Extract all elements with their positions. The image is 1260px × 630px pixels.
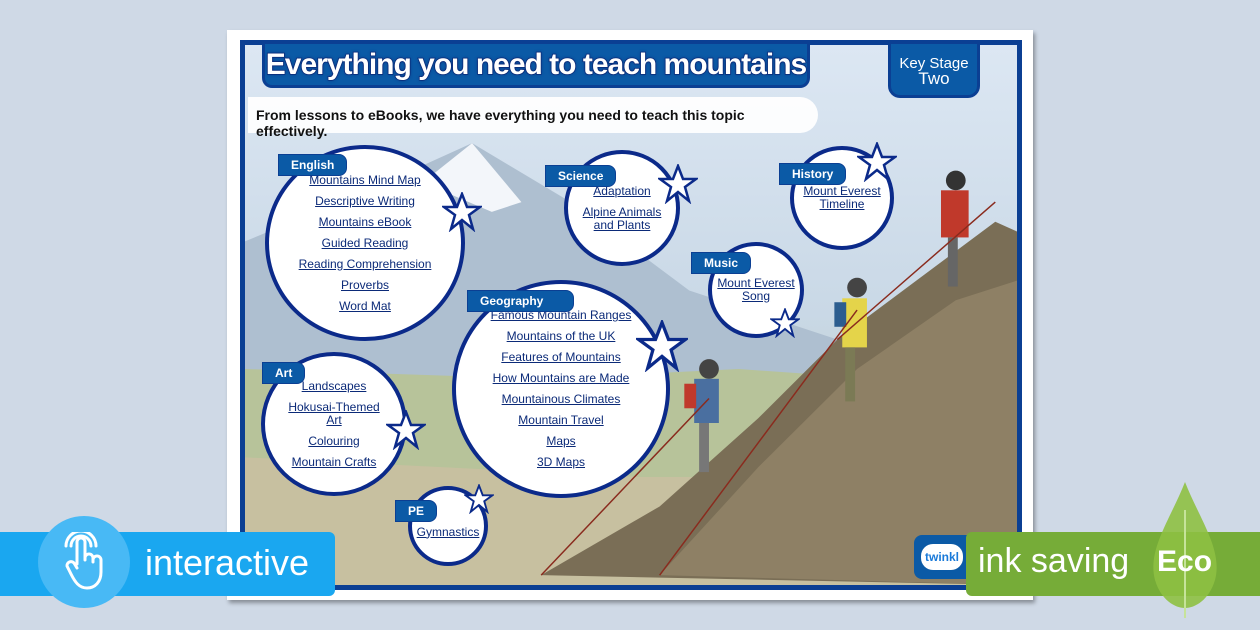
eco-label: Eco	[1157, 545, 1213, 578]
star-icon	[857, 142, 897, 181]
link-colouring[interactable]: Colouring	[308, 433, 360, 448]
subtitle: From lessons to eBooks, we have everythi…	[248, 97, 818, 139]
key-stage-value: Two	[918, 69, 950, 88]
link-guided-reading[interactable]: Guided Reading	[321, 235, 409, 250]
link-reading-comprehension[interactable]: Reading Comprehension	[298, 256, 432, 271]
link-word-mat[interactable]: Word Mat	[339, 298, 391, 313]
link-hokusai-themed-art[interactable]: Hokusai-Themed Art	[288, 399, 380, 427]
link-how-mountains-are-made[interactable]: How Mountains are Made	[492, 371, 630, 385]
link-descriptive-writing[interactable]: Descriptive Writing	[315, 193, 415, 208]
star-icon	[386, 410, 426, 449]
twinkl-logo: twinkl	[914, 535, 970, 579]
ink-saving-label: ink saving	[978, 542, 1130, 580]
english-tag: English	[278, 154, 348, 176]
link-adaptation[interactable]: Adaptation	[593, 183, 651, 198]
link-gymnastics[interactable]: Gymnastics	[416, 524, 480, 539]
link-mountain-travel[interactable]: Mountain Travel	[518, 413, 604, 427]
key-stage-label: Key Stage	[899, 55, 969, 72]
art-tag: Art	[262, 362, 306, 384]
link-features-of-mountains[interactable]: Features of Mountains	[501, 350, 621, 364]
leaf-icon	[1153, 482, 1217, 618]
music-tag: Music	[691, 252, 752, 274]
star-icon	[442, 192, 482, 231]
link-mount-everest-timeline[interactable]: Mount Everest Timeline	[803, 184, 881, 211]
climber-2	[834, 277, 867, 402]
link-landscapes[interactable]: Landscapes	[301, 378, 367, 393]
hand-pointer-icon	[38, 516, 130, 608]
link-mountains-ebook[interactable]: Mountains eBook	[318, 214, 412, 229]
geography-tag: Geography	[467, 290, 575, 312]
interactive-label: interactive	[145, 542, 310, 583]
link-mountains-of-the-uk[interactable]: Mountains of the UK	[506, 329, 616, 343]
english-circle: Mountains Mind Map Descriptive Writing M…	[265, 145, 465, 341]
link-proverbs[interactable]: Proverbs	[340, 277, 390, 292]
star-icon	[770, 308, 800, 337]
twinkl-logo-text: twinkl	[920, 544, 963, 570]
geography-circle: Famous Mountain Ranges Mountains of the …	[452, 280, 670, 498]
science-tag: Science	[545, 165, 617, 187]
link-3d-maps[interactable]: 3D Maps	[536, 455, 586, 469]
star-icon	[464, 484, 494, 513]
link-mount-everest-song[interactable]: Mount Everest Song	[717, 276, 795, 303]
page-title: Everything you need to teach mountains	[265, 47, 808, 82]
star-icon	[658, 164, 698, 203]
title-banner: Everything you need to teach mountains	[262, 44, 810, 88]
star-icon	[636, 320, 688, 370]
link-alpine-animals-and-plants[interactable]: Alpine Animals and Plants	[582, 204, 662, 232]
pe-tag: PE	[395, 500, 438, 522]
link-maps[interactable]: Maps	[546, 434, 576, 448]
history-tag: History	[779, 163, 847, 185]
link-mountainous-climates[interactable]: Mountainous Climates	[501, 392, 621, 406]
link-mountain-crafts[interactable]: Mountain Crafts	[291, 454, 377, 469]
link-mountains-mind-map[interactable]: Mountains Mind Map	[309, 172, 421, 187]
